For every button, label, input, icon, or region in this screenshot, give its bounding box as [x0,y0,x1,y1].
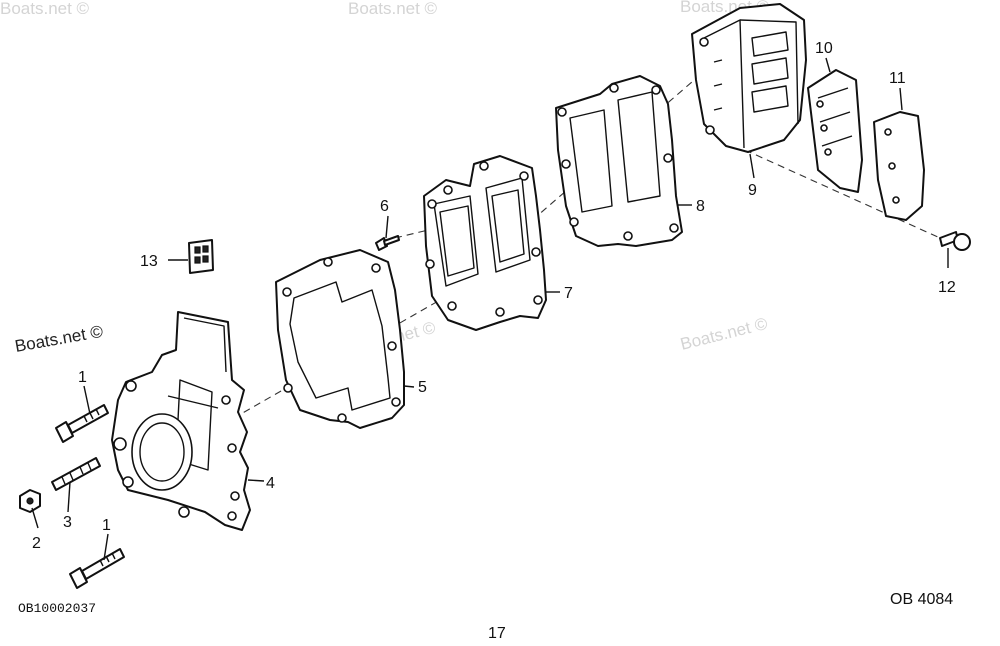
adapter-plate-part-4 [111,311,251,531]
leader-11 [899,87,903,111]
leader-3 [67,481,71,513]
watermark-top-left: Boats.net © [0,0,90,18]
reed-plate-part-7 [423,155,547,331]
callout-9: 9 [748,182,757,199]
callout-12: 12 [938,279,956,296]
screw-part-12 [939,231,971,251]
watermark-top-center: Boats.net © [348,0,438,18]
stud-part-3 [51,457,101,491]
callout-1-lower: 1 [102,517,111,534]
callout-2: 2 [32,535,41,552]
stop-plate-part-11 [873,111,925,221]
bolt-lower-part-1 [69,548,125,589]
callout-11: 11 [889,70,906,87]
drawing-id: OB 4084 [890,591,953,608]
watermark-left: Boats.net © [13,322,104,356]
leader-5 [403,385,415,388]
gasket-part-5 [275,249,405,429]
callout-10: 10 [815,40,833,57]
page-number: 17 [488,625,506,641]
leader-1a [83,385,91,415]
bolt-upper-part-1 [55,404,109,443]
screw-part-6 [375,235,400,251]
leader-9 [749,153,755,179]
nut-part-2 [19,489,41,513]
watermark-right: Boats.net © [678,314,769,354]
leader-10 [825,57,831,73]
decal-part-13 [188,239,214,274]
callout-1-upper: 1 [78,369,87,386]
leader-1b [103,533,109,561]
reed-block-part-9 [691,3,807,153]
leader-6 [385,215,389,239]
callout-13: 13 [140,253,158,270]
gasket-part-8 [555,75,683,247]
callout-6: 6 [380,198,389,215]
callout-3: 3 [63,514,72,531]
document-code: OB10002037 [18,601,96,616]
callout-4: 4 [266,475,275,492]
leader-4 [247,479,265,482]
callout-8: 8 [696,198,705,215]
leader-2 [31,507,39,529]
reed-petals-part-10 [807,69,863,193]
callout-7: 7 [564,285,573,302]
callout-5: 5 [418,379,427,396]
